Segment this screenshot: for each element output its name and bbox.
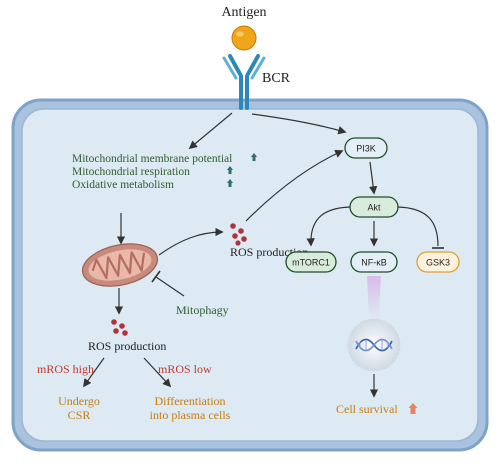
antigen-sphere-icon <box>231 25 257 51</box>
arrow-bcr-to-mito-effects <box>188 112 233 150</box>
undergo-csr-line2: CSR <box>68 408 91 422</box>
up-arrow-icon <box>227 153 257 187</box>
node-mtorc1: mTORC1 <box>285 251 337 273</box>
differentiation-line1: Differentiation <box>154 394 225 408</box>
mito-effect-2: Mitochondrial respiration <box>72 166 190 178</box>
node-akt: Akt <box>349 196 399 218</box>
pi3k-label: PI3K <box>356 144 376 154</box>
mros-low-label: mROS low <box>158 362 212 376</box>
inhibition-akt-gsk3 <box>397 206 439 247</box>
node-pi3k: PI3K <box>344 137 388 159</box>
undergo-csr-line1: Undergo <box>58 394 100 408</box>
akt-label: Akt <box>367 203 381 213</box>
inhibition-tee-icon <box>151 270 161 283</box>
inhibition-mitophagy <box>155 276 185 297</box>
arrow-bcr-to-pi3k <box>251 113 347 135</box>
antigen-label: Antigen <box>221 5 266 20</box>
dna-nucleus-icon <box>347 318 401 372</box>
mros-high-label: mROS high <box>37 362 94 376</box>
arrow-akt-to-mtorc1 <box>306 206 351 247</box>
bcr-receptor-icon <box>222 54 266 110</box>
gsk3-label: GSK3 <box>426 258 450 268</box>
nfkb-label: NF-κB <box>361 258 387 268</box>
ros-dots-icon <box>230 223 247 246</box>
up-arrow-icon <box>408 403 418 414</box>
mitochondrion-icon <box>81 243 159 287</box>
cell-survival-label: Cell survival <box>336 402 398 416</box>
ros-production-bottom: ROS production <box>88 339 166 353</box>
mitophagy-label: Mitophagy <box>176 303 229 317</box>
nfkb-translocation-beam <box>367 276 381 318</box>
mito-effect-1: Mitochondrial membrane potential <box>72 153 232 165</box>
arrow-mito-to-ros-top <box>158 227 224 256</box>
arrow-pi3k-to-akt <box>368 161 378 195</box>
mito-effect-3: Oxidative metabolism <box>72 179 174 191</box>
arrow-ros-to-pi3k <box>245 149 344 222</box>
arrow-ros-to-csr <box>83 357 105 388</box>
differentiation-line2: into plasma cells <box>150 408 231 422</box>
mtorc1-label: mTORC1 <box>292 258 330 268</box>
arrow-ros-to-differentiation <box>143 357 172 388</box>
node-gsk3: GSK3 <box>416 251 460 273</box>
node-nfkb: NF-κB <box>350 251 398 273</box>
bcr-label: BCR <box>262 71 291 86</box>
ros-dots-icon <box>111 319 128 336</box>
